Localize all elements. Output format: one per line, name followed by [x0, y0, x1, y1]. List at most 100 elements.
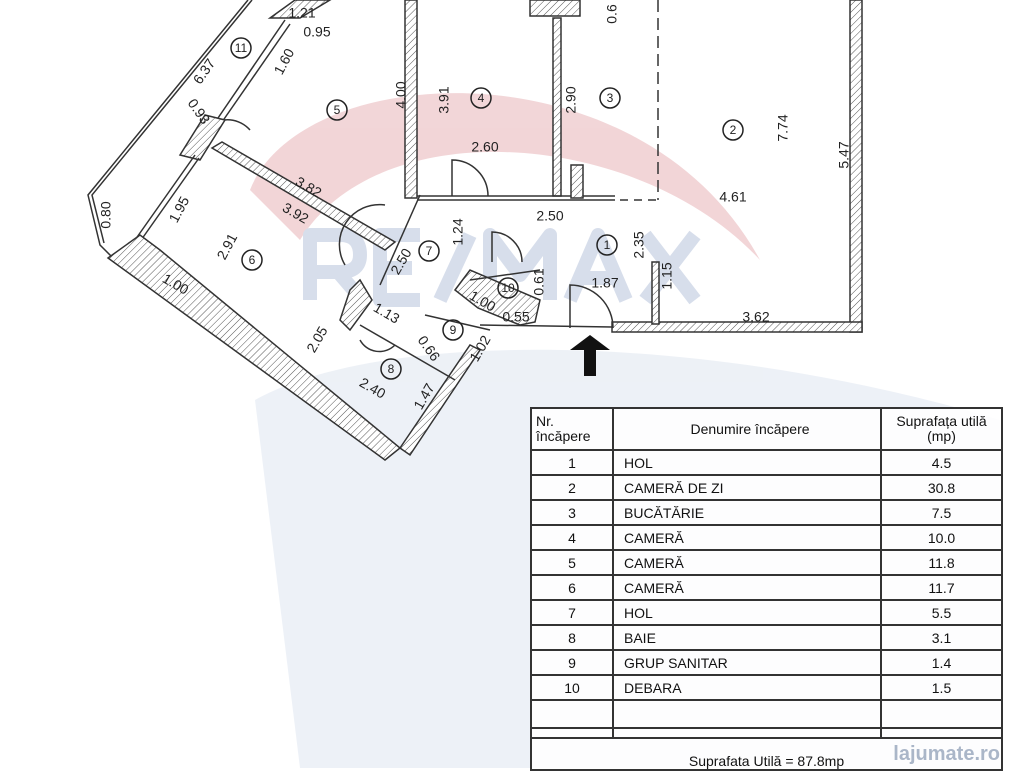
room-marker-number: 1 — [604, 238, 611, 252]
dimension-label: 4.61 — [719, 189, 746, 205]
header-nr: Nr. încăpere — [530, 407, 614, 451]
room-marker-circle — [599, 87, 621, 109]
dimension-label: 0.95 — [303, 24, 330, 40]
watermark-brand-logo — [303, 228, 701, 307]
empty-cell — [530, 699, 614, 729]
room-marker-5: 5 — [326, 99, 348, 121]
room-marker-7: 7 — [418, 240, 440, 262]
room-marker-8: 8 — [380, 358, 402, 380]
dimension-label: 1.15 — [659, 262, 675, 289]
table-header-row: Nr. încăpere Denumire încăpere Suprafața… — [530, 407, 1003, 451]
empty-row — [530, 699, 1003, 729]
empty-cell — [612, 699, 882, 729]
room-marker-6: 6 — [241, 249, 263, 271]
room-marker-9: 9 — [442, 319, 464, 341]
empty-cell — [530, 727, 614, 739]
room-marker-circle — [442, 319, 464, 341]
room-marker-circle — [380, 358, 402, 380]
room-marker-circle — [326, 99, 348, 121]
cell-nr: 6 — [530, 574, 614, 601]
dimension-label: 2.60 — [471, 139, 498, 155]
cell-nr: 5 — [530, 549, 614, 576]
room-marker-number: 3 — [607, 91, 614, 105]
dimension-label: 0.80 — [98, 201, 114, 228]
dimension-label: 3.62 — [742, 309, 769, 325]
room-area-table: Nr. încăpere Denumire încăpere Suprafața… — [530, 407, 1003, 771]
cell-area: 4.5 — [880, 449, 1003, 476]
room-marker-circle — [241, 249, 263, 271]
empty-cell — [612, 727, 882, 739]
dimension-label: 2.05 — [303, 323, 331, 355]
room-marker-3: 3 — [599, 87, 621, 109]
room-marker-circle — [497, 277, 519, 299]
cell-area: 30.8 — [880, 474, 1003, 501]
cell-area: 10.0 — [880, 524, 1003, 551]
cell-name: DEBARA — [612, 674, 882, 701]
room-marker-2: 2 — [722, 119, 744, 141]
room-marker-number: 4 — [478, 91, 485, 105]
cell-area: 3.1 — [880, 624, 1003, 651]
empty-cell — [880, 727, 1003, 739]
cell-nr: 8 — [530, 624, 614, 651]
cell-area: 11.7 — [880, 574, 1003, 601]
room-marker-number: 2 — [730, 123, 737, 137]
cell-name: CAMERĂ — [612, 524, 882, 551]
total-row: Suprafata Utilă = 87.8mp — [530, 737, 1003, 771]
dimension-label: 6.37 — [190, 55, 219, 87]
cell-area: 1.5 — [880, 674, 1003, 701]
lajumate-watermark: lajumate.ro — [893, 743, 1000, 765]
room-marker-number: 10 — [501, 281, 515, 295]
room-marker-circle — [230, 37, 252, 59]
cell-name: CAMERĂ — [612, 574, 882, 601]
dimension-label: 2.35 — [631, 231, 647, 258]
cell-name: GRUP SANITAR — [612, 649, 882, 676]
dimension-label: 0.61 — [531, 268, 547, 295]
dimension-label: 0.55 — [502, 309, 529, 325]
cell-name: BAIE — [612, 624, 882, 651]
dimension-label: 1.21 — [288, 5, 315, 21]
cell-name: HOL — [612, 599, 882, 626]
header-name: Denumire încăpere — [612, 407, 882, 451]
cell-name: HOL — [612, 449, 882, 476]
dimension-label: 2.91 — [213, 230, 240, 262]
cell-nr: 3 — [530, 499, 614, 526]
room-marker-number: 5 — [334, 103, 341, 117]
cell-area: 1.4 — [880, 649, 1003, 676]
dimension-label: 1.24 — [450, 218, 466, 245]
entrance-arrow-icon — [570, 335, 610, 376]
cell-nr: 9 — [530, 649, 614, 676]
dimension-label: 5.47 — [836, 141, 852, 168]
room-marker-number: 9 — [450, 323, 457, 337]
cell-area: 11.8 — [880, 549, 1003, 576]
cell-nr: 4 — [530, 524, 614, 551]
room-marker-10: 10 — [497, 277, 519, 299]
dimension-label: 2.50 — [536, 208, 563, 224]
cell-nr: 1 — [530, 449, 614, 476]
cell-nr: 7 — [530, 599, 614, 626]
walls — [87, 0, 863, 461]
header-area: Suprafața utilă (mp) — [880, 407, 1003, 451]
room-marker-4: 4 — [470, 87, 492, 109]
room-marker-circle — [722, 119, 744, 141]
dimension-label: 0.6 — [604, 4, 620, 24]
cell-name: CAMERĂ DE ZI — [612, 474, 882, 501]
empty-row — [530, 727, 1003, 739]
empty-cell — [880, 699, 1003, 729]
room-marker-number: 6 — [249, 253, 256, 267]
room-marker-number: 11 — [235, 41, 248, 55]
dimension-label: 1.87 — [591, 275, 618, 291]
dimension-label: 4.00 — [393, 81, 409, 108]
cell-area: 7.5 — [880, 499, 1003, 526]
cell-nr: 10 — [530, 674, 614, 701]
cell-area: 5.5 — [880, 599, 1003, 626]
room-marker-number: 7 — [426, 244, 433, 258]
dimension-label: 3.91 — [436, 86, 452, 113]
dimension-label: 1.95 — [165, 193, 192, 225]
